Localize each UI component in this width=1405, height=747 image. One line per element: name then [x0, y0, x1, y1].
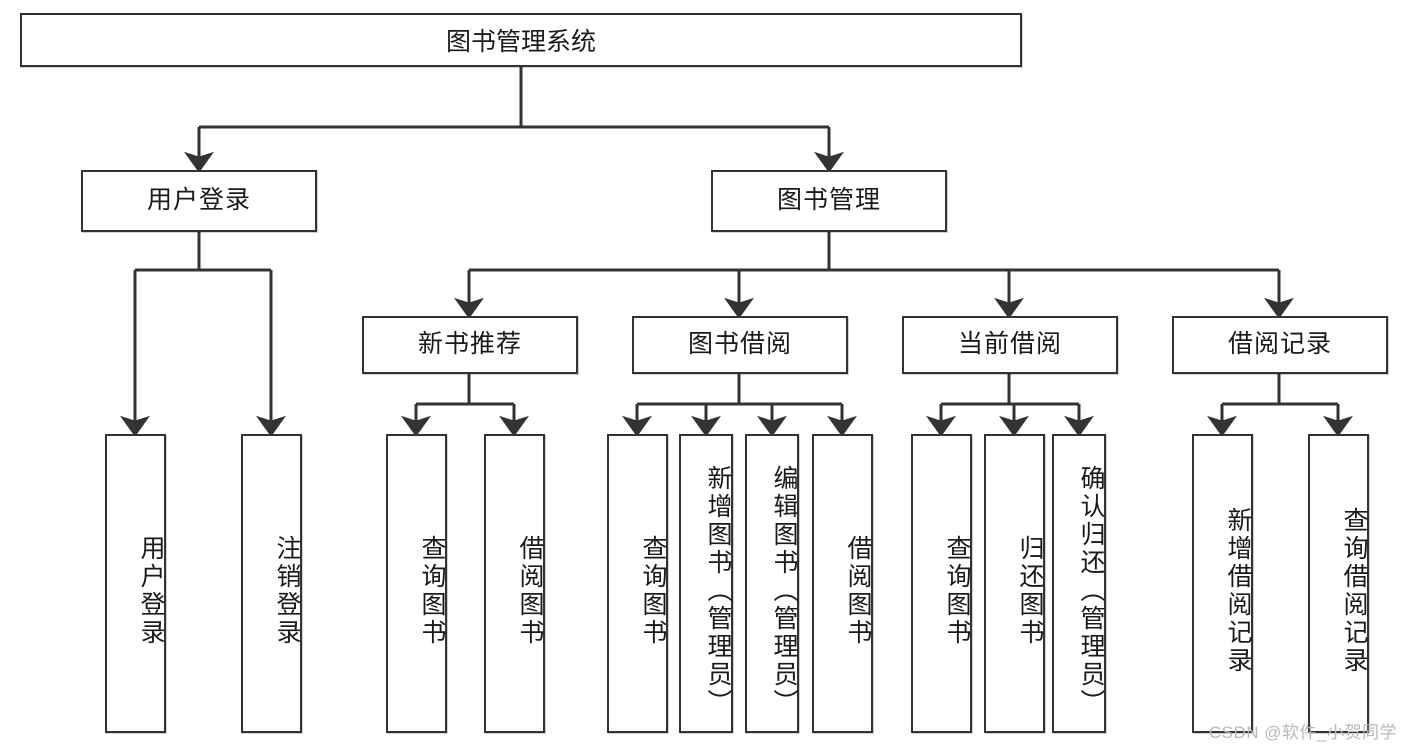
node-book-manage[interactable]: 图书管理 [711, 170, 947, 232]
csdn-watermark: CSDN @软件_小贺同学 [1208, 723, 1397, 742]
node-root-label: 图书管理系统 [445, 28, 596, 56]
leaf-user-login-label: 用户登录 [137, 534, 165, 647]
leaf-edit-book-label: 编辑图书（管理员） [770, 464, 798, 717]
node-new-book-rec[interactable]: 新书推荐 [362, 316, 578, 374]
node-new-book-rec-label: 新书推荐 [417, 330, 522, 359]
leaf-user-login[interactable]: 用户登录 [105, 434, 166, 733]
leaf-confirm-return[interactable]: 确认归还（管理员） [1052, 434, 1106, 733]
leaf-add-record-label: 新增借阅记录 [1224, 506, 1252, 675]
node-root[interactable]: 图书管理系统 [20, 13, 1022, 67]
node-book-manage-label: 图书管理 [776, 186, 881, 215]
leaf-query-book-rec[interactable]: 查询图书 [386, 434, 447, 733]
leaf-query-book-cur[interactable]: 查询图书 [911, 434, 972, 733]
leaf-borrow-book-bor[interactable]: 借阅图书 [812, 434, 873, 733]
leaf-logout-login[interactable]: 注销登录 [241, 434, 302, 733]
node-user-login-label: 用户登录 [146, 186, 251, 215]
leaf-return-book[interactable]: 归还图书 [984, 434, 1045, 733]
node-borrow-record-label: 借阅记录 [1227, 330, 1332, 359]
leaf-query-book-bor[interactable]: 查询图书 [607, 434, 668, 733]
leaf-query-book-rec-label: 查询图书 [418, 534, 446, 647]
leaf-add-book[interactable]: 新增图书（管理员） [679, 434, 733, 733]
leaf-query-record[interactable]: 查询借阅记录 [1308, 434, 1369, 733]
leaf-borrow-book-rec-label: 借阅图书 [516, 534, 544, 647]
node-book-borrow[interactable]: 图书借阅 [632, 316, 848, 374]
leaf-add-record[interactable]: 新增借阅记录 [1192, 434, 1253, 733]
leaf-borrow-book-bor-label: 借阅图书 [844, 534, 872, 647]
leaf-return-book-label: 归还图书 [1016, 534, 1044, 647]
leaf-borrow-book-rec[interactable]: 借阅图书 [484, 434, 545, 733]
node-current-borrow[interactable]: 当前借阅 [902, 316, 1118, 374]
leaf-add-book-label: 新增图书（管理员） [704, 464, 732, 717]
node-user-login[interactable]: 用户登录 [81, 170, 317, 232]
leaf-query-book-bor-label: 查询图书 [639, 534, 667, 647]
leaf-logout-login-label: 注销登录 [273, 534, 301, 647]
leaf-confirm-return-label: 确认归还（管理员） [1077, 464, 1105, 717]
leaf-query-book-cur-label: 查询图书 [943, 534, 971, 647]
leaf-edit-book[interactable]: 编辑图书（管理员） [745, 434, 799, 733]
node-book-borrow-label: 图书借阅 [687, 330, 792, 359]
leaf-query-record-label: 查询借阅记录 [1340, 506, 1368, 675]
node-current-borrow-label: 当前借阅 [957, 330, 1062, 359]
node-borrow-record[interactable]: 借阅记录 [1172, 316, 1388, 374]
